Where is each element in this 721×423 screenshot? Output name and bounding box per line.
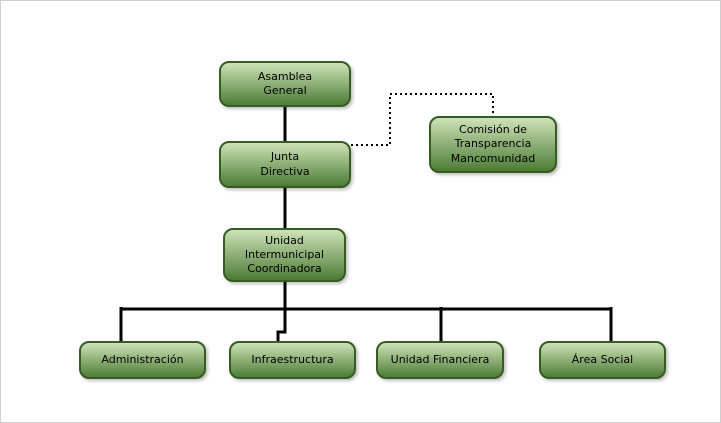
node-infraestructura: Infraestructura	[229, 341, 356, 379]
node-administracion: Administración	[79, 341, 206, 379]
node-unidad-intermunicipal-label: Unidad Intermunicipal Coordinadora	[244, 233, 325, 276]
node-asamblea-general: Asamblea General	[219, 61, 351, 107]
node-area-social-label: Área Social	[571, 352, 634, 366]
node-infraestructura-label: Infraestructura	[251, 352, 334, 366]
node-comision-transparencia-label: Comisión de Transparencia Mancomunidad	[450, 123, 536, 165]
node-asamblea-general-label: Asamblea General	[257, 69, 313, 97]
node-comision-transparencia: Comisión de Transparencia Mancomunidad	[429, 116, 557, 173]
node-junta-directiva-label: Junta Directiva	[260, 150, 310, 178]
node-unidad-financiera-label: Unidad Financiera	[390, 352, 490, 366]
edge-junta-comision-dotted	[351, 93, 494, 146]
node-unidad-financiera: Unidad Financiera	[376, 341, 504, 379]
node-unidad-intermunicipal: Unidad Intermunicipal Coordinadora	[223, 228, 346, 282]
edge-bus-infraestructura	[276, 307, 287, 342]
node-junta-directiva: Junta Directiva	[219, 141, 351, 188]
node-administracion-label: Administración	[101, 352, 184, 366]
node-area-social: Área Social	[539, 341, 666, 379]
